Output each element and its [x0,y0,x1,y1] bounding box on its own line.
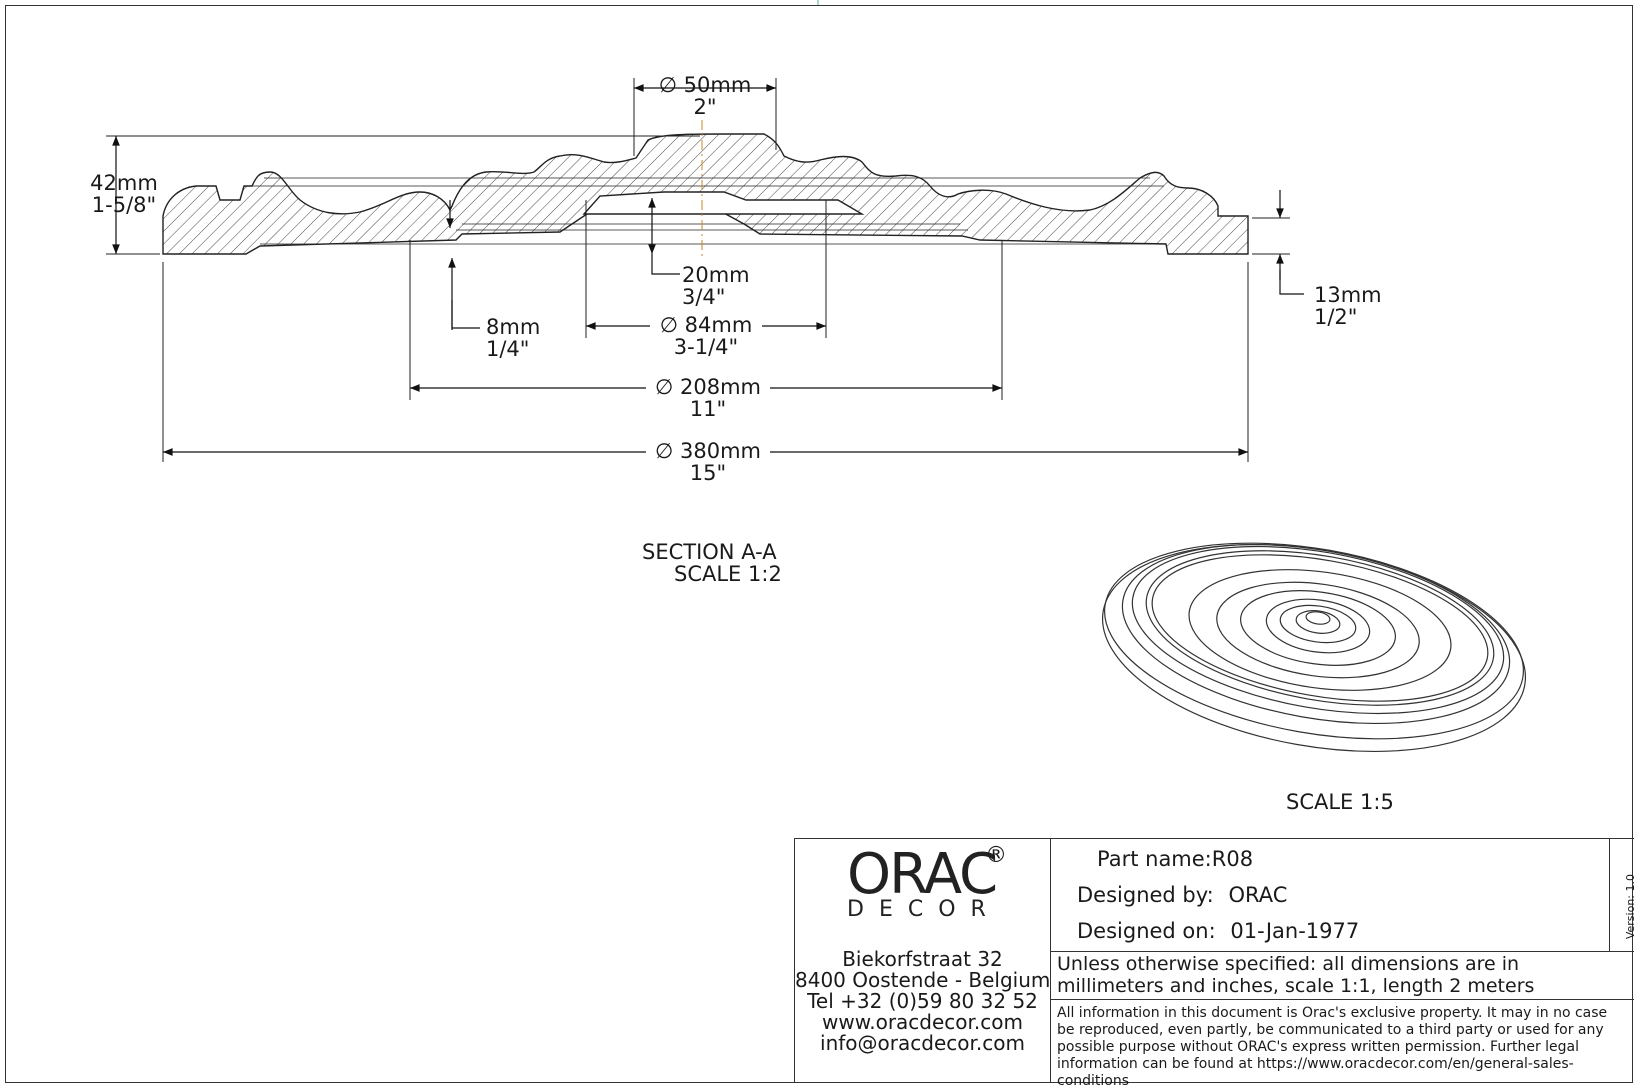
dim-recess-in: 3/4" [682,285,726,309]
drawing-sheet [5,5,1633,1083]
dim-outer-dia-in: 15" [689,461,727,485]
version-divider [1609,839,1610,951]
dim-outer-dia-label: ∅ 380mm 15" [646,440,770,484]
isometric-view [1101,542,1527,753]
designed-by-label: Designed by: [1077,883,1214,907]
logo-wordmark: ORAC [847,842,998,907]
extension-lines [106,78,1290,462]
part-name-label: Part name: [1097,847,1212,871]
dim-edge-label: 13mm 1/2" [1314,284,1382,328]
dim-height-mm: 42mm [90,171,158,195]
dim-rim-label: 8mm 1/4" [486,316,540,360]
dim-rim-in: 1/4" [486,337,530,361]
address-street: Biekorfstraat 32 [842,947,1003,971]
designed-on-value: 01-Jan-1977 [1230,919,1360,943]
section-scale: SCALE 1:2 [674,562,782,586]
dim-recess-mm: 20mm [682,263,750,287]
dim-top-dia-mm: ∅ 50mm [658,73,752,97]
designed-by-row: Designed by: ORAC [1077,883,1287,907]
info-cell: Part name:R08 Designed by: ORAC Designed… [1050,839,1637,1089]
dim-inner-dia-in: 3-1/4" [673,335,739,359]
logo-subtitle: DECOR [847,897,1001,922]
dim-rim-mm: 8mm [486,315,541,339]
title-block: ORAC ® DECOR Biekorfstraat 32 8400 Ooste… [794,838,1637,1089]
dim-outer-dia-mm: ∅ 380mm [646,440,770,462]
designed-by-value: ORAC [1228,883,1288,907]
dim-height-label: 42mm 1-5/8" [84,172,164,216]
section-label: SECTION A-A [642,540,777,564]
units-note: Unless otherwise specified: all dimensio… [1057,953,1535,997]
section-profile [162,133,1249,255]
dim-edge-mm: 13mm [1314,283,1382,307]
dim-inner-dia-mm: ∅ 84mm [650,314,762,336]
logo-registered-mark: ® [985,843,1007,868]
iso-scale: SCALE 1:5 [1286,790,1394,814]
dim-mid-dia-in: 11" [689,397,727,421]
company-address: Biekorfstraat 32 8400 Oostende - Belgium… [795,949,1050,1054]
logo: ORAC ® DECOR [795,839,1050,946]
dim-top-dia-in: 2" [693,95,717,119]
designed-on-row: Designed on: 01-Jan-1977 [1077,919,1359,943]
dim-edge-in: 1/2" [1314,305,1358,329]
dim-height-in: 1-5/8" [91,193,157,217]
part-name-row: Part name:R08 [1097,847,1253,871]
info-divider-2 [1051,999,1634,1000]
dim-mid-dia-label: ∅ 208mm 11" [646,376,770,420]
address-city: 8400 Oostende - Belgium [795,968,1051,992]
dim-top-dia-label: ∅ 50mm 2" [650,74,760,118]
dim-inner-dia-label: ∅ 84mm 3-1/4" [650,314,762,358]
version-label: Version: 1.0 [1624,874,1637,940]
part-name-value: R08 [1211,847,1254,871]
address-email: info@oracdecor.com [820,1031,1025,1055]
info-divider-1 [1051,951,1634,952]
dim-mid-dia-mm: ∅ 208mm [646,376,770,398]
designed-on-label: Designed on: [1077,919,1216,943]
legal-note: All information in this document is Orac… [1057,1005,1608,1089]
address-website: www.oracdecor.com [822,1010,1023,1034]
dim-recess-label: 20mm 3/4" [682,264,750,308]
address-phone: Tel +32 (0)59 80 32 52 [807,989,1038,1013]
